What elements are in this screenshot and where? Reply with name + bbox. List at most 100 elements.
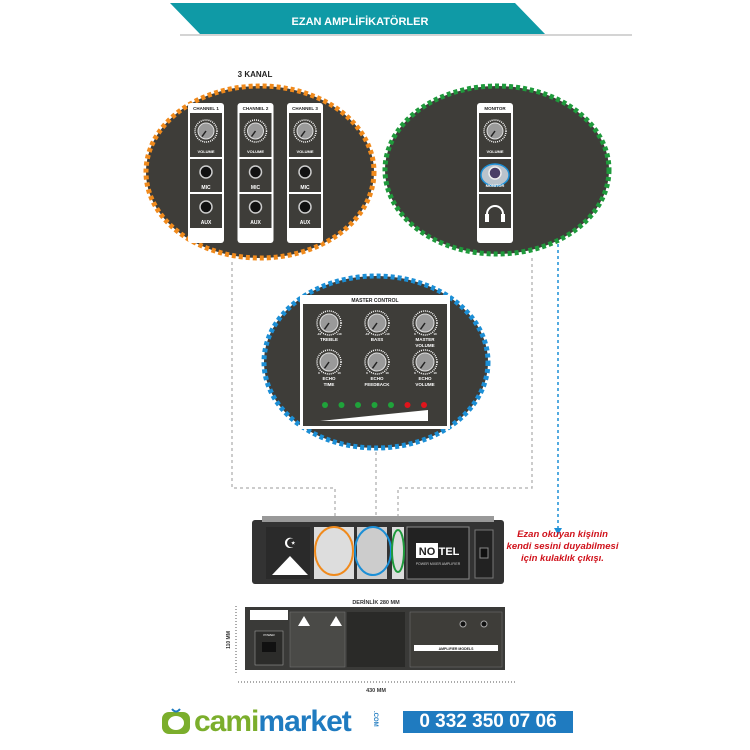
aux-label: AUX (300, 220, 311, 226)
brand-name-market: market (258, 705, 351, 738)
headphones-icon (486, 205, 504, 220)
knob-scale (412, 310, 438, 336)
device-subtitle: POWER MIXER AMPLIFIER (416, 562, 461, 566)
knob-label: ECHO (370, 376, 384, 381)
models-title: AMPLIFIER MODELS (439, 647, 474, 651)
knob-scale (293, 119, 317, 143)
aux-jack[interactable] (298, 200, 312, 214)
depth-label: DERİNLİK 280 MM (352, 599, 400, 606)
knob-min-label: -10 (317, 332, 322, 336)
monitor-jack-label: MONITOR (486, 183, 505, 188)
channel-volume-knob[interactable] (247, 122, 264, 140)
knob-max-label: 10 (337, 371, 341, 375)
knob-scale (364, 349, 390, 375)
header-banner (170, 3, 545, 34)
power-label: POWER (263, 633, 275, 637)
headphone-callout-text: Ezan okuyan kişinin kendi sesini duyabil… (506, 529, 619, 564)
knob-max-label: +10 (384, 332, 389, 336)
width-label: 430 MM (366, 688, 386, 694)
knob-scale (412, 349, 438, 375)
volume-label: VOLUME (296, 149, 313, 154)
knob-label: MASTER (416, 337, 436, 342)
mic-label: MIC (251, 185, 261, 191)
aux-label: AUX (250, 220, 261, 226)
channel-label: CHANNEL 2 (243, 106, 269, 111)
rear-jack[interactable] (480, 620, 488, 628)
knob-pointer (490, 130, 496, 138)
knob-min-label: 0 (318, 371, 320, 375)
headphone-section (479, 194, 511, 228)
knob-scale (316, 349, 342, 375)
mic-jack[interactable] (199, 165, 213, 179)
level-led (388, 402, 394, 408)
knob-label: BASS (371, 337, 384, 342)
channel-label: CHANNEL 1 (193, 106, 219, 111)
level-led (322, 402, 328, 408)
level-led (338, 402, 345, 408)
mic-jack[interactable] (248, 165, 263, 179)
knob-label: FEEDBACK (364, 382, 390, 387)
volume-label: VOLUME (486, 149, 503, 154)
power-switch[interactable] (479, 547, 489, 559)
warning-icon (298, 616, 310, 626)
page-title: EZAN AMPLİFİKATÖRLER (292, 15, 429, 28)
knob-pointer (323, 361, 330, 369)
knob-max-label: 10 (433, 332, 437, 336)
level-led (355, 402, 361, 408)
knob-label: ECHO (418, 376, 432, 381)
headphones-icon (485, 214, 489, 222)
power-socket-icon (262, 642, 276, 652)
camimarket-logo-icon (162, 708, 190, 734)
mic-jack[interactable] (298, 165, 312, 179)
phone-number[interactable]: 0 332 350 07 06 (403, 711, 573, 733)
aux-jack[interactable] (248, 200, 263, 214)
knob-min-label: 0 (414, 332, 416, 336)
knob-pointer (419, 361, 426, 369)
volume-label: VOLUME (197, 149, 214, 154)
headphones-icon (501, 214, 505, 222)
knob-scale (364, 310, 390, 336)
knob-max-label: 10 (385, 371, 389, 375)
master-control-title: MASTER CONTROL (351, 298, 398, 304)
channel-label: CHANNEL 3 (292, 106, 318, 111)
knob-pointer (250, 130, 257, 138)
arrow-down-icon (554, 528, 562, 535)
knob-min-label: 0 (414, 371, 416, 375)
brand-logo-left: NO (419, 546, 436, 558)
headphone-jack[interactable] (488, 166, 502, 180)
amplifier-front: ☪ NO TEL POWER MIXER AMPLIFIER (252, 516, 504, 584)
brand-logo-right: TEL (439, 546, 460, 558)
monitor-strip: MONITOR VOLUME MONITOR (477, 103, 513, 243)
knob-label: VOLUME (415, 382, 434, 387)
knob-min-label: -10 (365, 332, 370, 336)
knob-min-label: 0 (366, 371, 368, 375)
knob-scale (483, 119, 507, 143)
height-label: 110 MM (226, 631, 232, 649)
knob-pointer (300, 130, 306, 138)
level-led (404, 402, 411, 408)
knob-pointer (323, 322, 330, 330)
knob-pointer (371, 322, 378, 330)
knob-max-label: +10 (336, 332, 341, 336)
knob-label: ECHO (322, 376, 336, 381)
brand-name-com: .COM (372, 711, 378, 727)
knob-pointer (419, 322, 426, 330)
warning-icon (330, 616, 342, 626)
level-led (371, 402, 378, 408)
rear-jack[interactable] (459, 620, 467, 628)
level-led (421, 402, 427, 408)
aux-label: AUX (201, 220, 212, 226)
crescent-star-icon: ☪ (284, 535, 297, 551)
mosque-icon (272, 556, 308, 575)
knob-scale (243, 119, 268, 143)
connector-lines (231, 258, 533, 525)
knob-scale (316, 310, 342, 336)
monitor-label: MONITOR (484, 106, 506, 111)
aux-jack[interactable] (199, 200, 213, 214)
knob-pointer (201, 130, 207, 138)
